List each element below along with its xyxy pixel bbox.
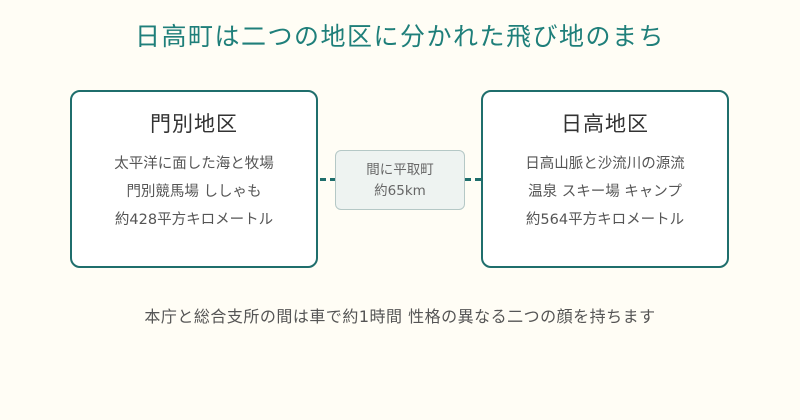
district-name: 門別地区 <box>150 112 238 136</box>
distance-value: 約65km <box>374 183 426 199</box>
dashed-connector-left <box>320 178 336 181</box>
district-details: 太平洋に面した海と牧場 門別競馬場 ししゃも 約428平方キロメートル <box>72 150 316 234</box>
distance-between-label: 間に平取町 <box>366 162 434 178</box>
district-details: 日高山脈と沙流川の源流 温泉 スキー場 キャンプ 約564平方キロメートル <box>483 150 727 234</box>
district-detail-line: 約564平方キロメートル <box>525 212 685 228</box>
district-name: 日高地区 <box>561 112 649 136</box>
diagram-caption: 本庁と総合支所の間は車で約1時間 性格の異なる二つの顔を持ちます <box>144 307 656 326</box>
district-detail-line: 日高山脈と沙流川の源流 <box>525 156 685 172</box>
dashed-connector-right <box>465 178 481 181</box>
district-box-monbetsu: 門別地区 太平洋に面した海と牧場 門別競馬場 ししゃも 約428平方キロメートル <box>70 90 318 268</box>
district-box-hidaka: 日高地区 日高山脈と沙流川の源流 温泉 スキー場 キャンプ 約564平方キロメー… <box>481 90 729 268</box>
district-detail-line: 太平洋に面した海と牧場 <box>114 156 274 172</box>
diagram-title: 日高町は二つの地区に分かれた飛び地のまち <box>134 22 665 51</box>
district-detail-line: 門別競馬場 ししゃも <box>126 184 262 200</box>
district-detail-line: 温泉 スキー場 キャンプ <box>528 184 682 200</box>
distance-box: 間に平取町 約65km <box>335 150 465 210</box>
district-detail-line: 約428平方キロメートル <box>114 212 274 228</box>
